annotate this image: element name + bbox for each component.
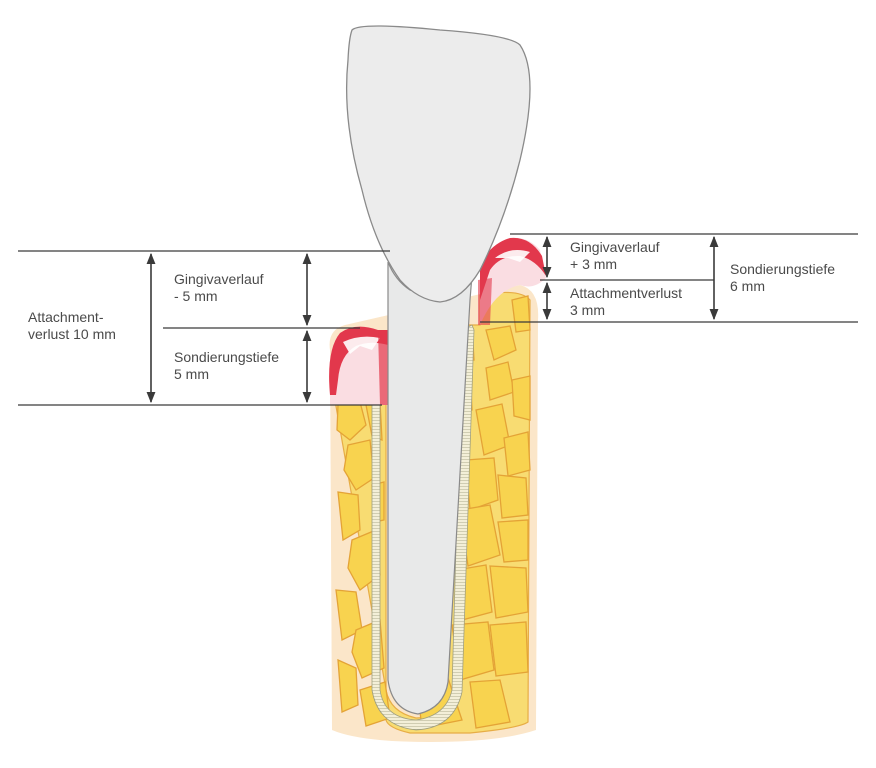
label-gingiva-right-2: + 3 mm xyxy=(570,256,617,272)
label-attachment-loss-left-1: Attachment- xyxy=(28,309,104,325)
tooth xyxy=(345,25,531,715)
label-gingiva-left-2: - 5 mm xyxy=(174,288,218,304)
label-attachment-loss-right-2: 3 mm xyxy=(570,302,605,318)
label-gingiva-left-1: Gingivaverlauf xyxy=(174,271,264,287)
reference-lines xyxy=(18,233,858,406)
label-probing-left-2: 5 mm xyxy=(174,366,209,382)
gingiva-left xyxy=(329,326,388,405)
label-probing-right-1: Sondierungstiefe xyxy=(730,261,835,277)
dimension-arrows xyxy=(146,235,719,404)
label-probing-right-2: 6 mm xyxy=(730,278,765,294)
label-gingiva-right-1: Gingivaverlauf xyxy=(570,239,660,255)
label-attachment-loss-right-1: Attachmentverlust xyxy=(570,285,682,301)
label-attachment-loss-left-2: verlust 10 mm xyxy=(28,326,116,342)
label-probing-left-1: Sondierungstiefe xyxy=(174,349,279,365)
gingiva-right xyxy=(478,237,546,325)
